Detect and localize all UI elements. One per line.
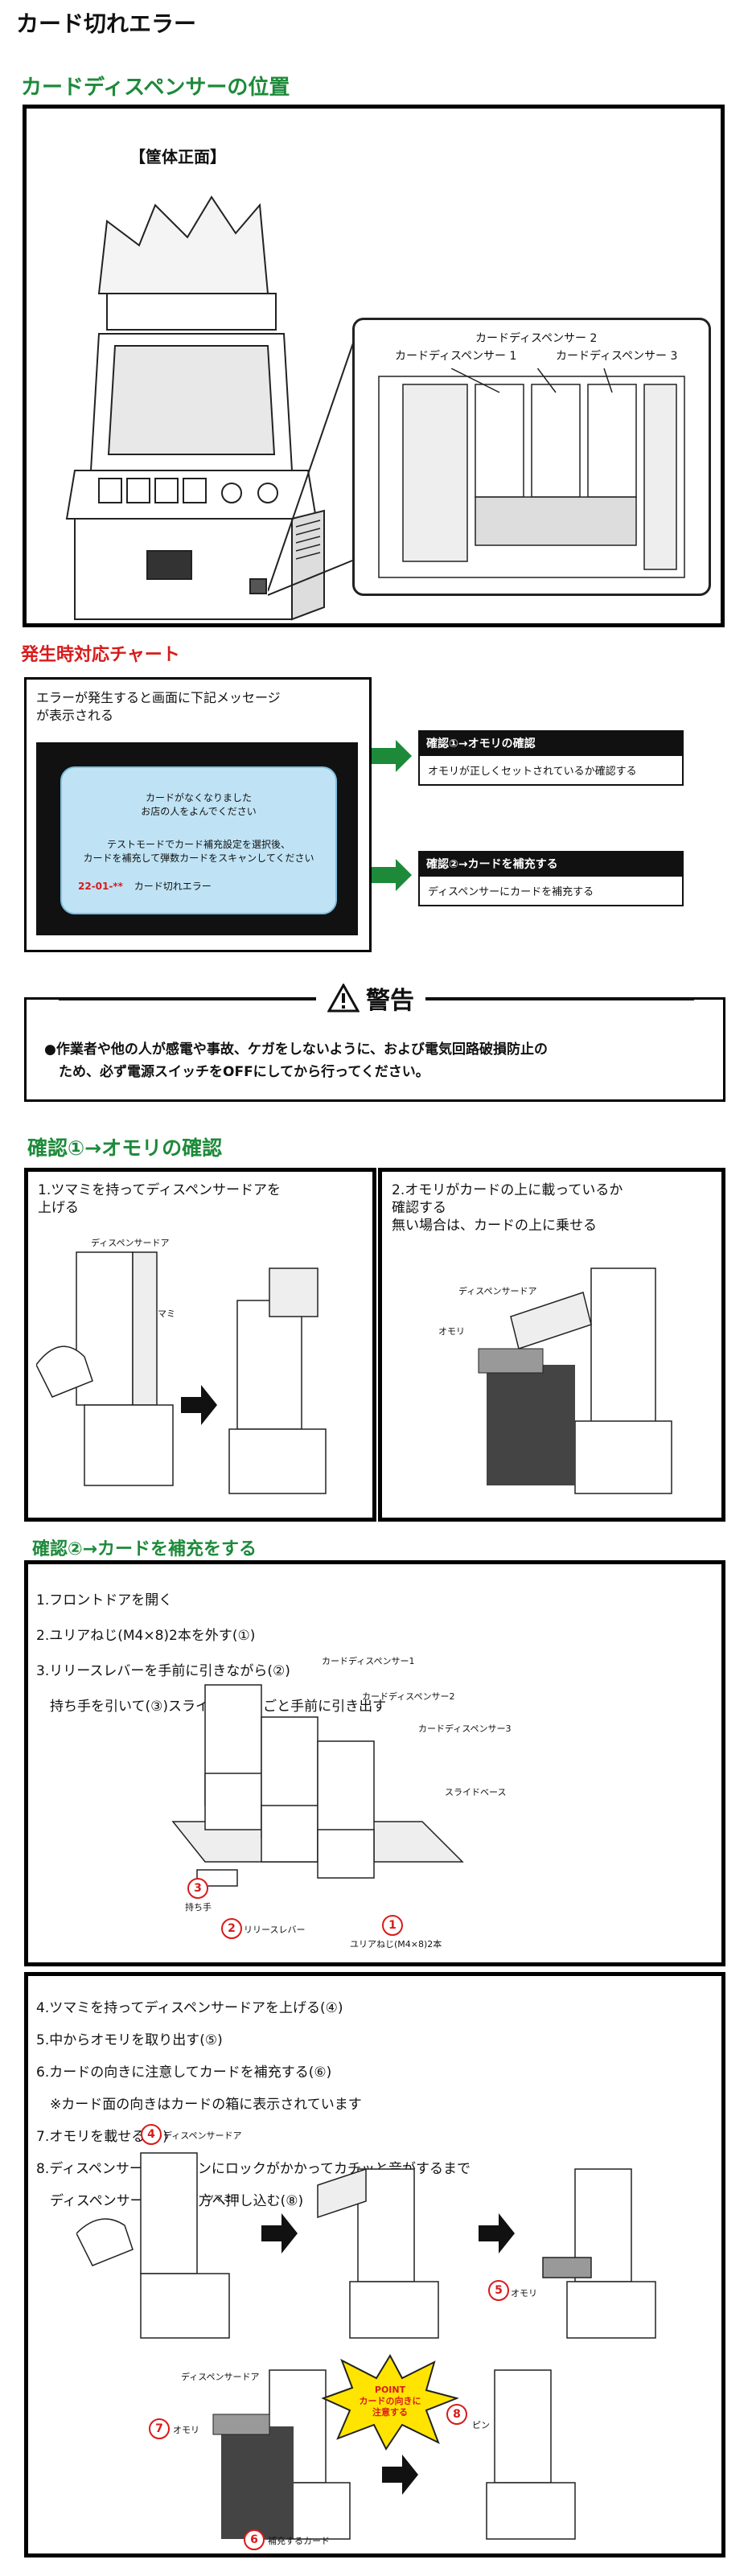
num-8: 8: [446, 2404, 467, 2425]
check2-box: 確認②→カードを補充する ディスペンサーにカードを補充する: [418, 851, 684, 906]
num-5: 5: [488, 2280, 509, 2301]
chart-frame: エラーが発生すると画面に下記メッセージ が表示される カードがなくなりました お…: [24, 677, 372, 952]
label-weight-3: オモリ: [173, 2425, 199, 2435]
point-text1: カードの向きに: [359, 2396, 421, 2406]
label-handle: 持ち手: [185, 1902, 212, 1912]
label-lever: リリースレバー: [244, 1925, 306, 1935]
arrow-right-icon: [372, 859, 412, 891]
leader-lines: [268, 333, 357, 596]
label-dispenser3: カードディスペンサー3: [418, 1723, 512, 1734]
point-burst: [322, 2354, 458, 2451]
label-slide-base: スライドベース: [445, 1787, 507, 1797]
num-4: 4: [141, 2124, 162, 2145]
check2-step6: 6.カードの向きに注意してカードを補充する(⑥): [36, 2064, 332, 2081]
check1-body: オモリが正しくセットされているか確認する: [418, 756, 684, 786]
error-message-panel: カードがなくなりました お店の人をよんでください テストモードでカード補充設定を…: [60, 766, 337, 914]
check2-heading: 確認②→カードを補充をする: [32, 1539, 257, 1559]
warning-line2: ため、必ず電源スイッチをOFFにしてから行ってください。: [59, 1064, 429, 1080]
num-1: 1: [382, 1915, 403, 1936]
screen-line1: カードがなくなりました: [145, 792, 252, 803]
screen-line4: カードを補充して弾数カードをスキャンしてください: [83, 853, 314, 864]
check2-part1-frame: 1.フロントドアを開く 2.ユリアねじ(M4×8)2本を外す(①) 3.リリース…: [24, 1560, 725, 1966]
dispenser-detail: カードディスペンサー 2 カードディスペンサー 1 カードディスペンサー 3: [352, 318, 711, 596]
check2-step6-note: ※カード面の向きはカードの箱に表示されています: [36, 2097, 362, 2113]
label-dispenser1: カードディスペンサー1: [322, 1656, 415, 1666]
check1-weight-label: オモリ: [438, 1326, 465, 1337]
location-heading: カードディスペンサーの位置: [21, 76, 290, 100]
dispenser-2-label: カードディスペンサー 2: [475, 332, 598, 345]
warning-title: 警告: [366, 987, 414, 1015]
label-weight-2: オモリ: [511, 2288, 537, 2299]
check2-step4: 4.ツマミを持ってディスペンサードアを上げる(④): [36, 2000, 343, 2016]
check2-step2: 2.ユリアねじ(M4×8)2本を外す(①): [36, 1628, 256, 1644]
label-door-3: ディスペンサードア: [181, 2372, 260, 2382]
check2-part2-frame: 4.ツマミを持ってディスペンサードアを上げる(④) 5.中からオモリを取り出す(…: [24, 1972, 725, 2558]
check1-step1-text: 1.ツマミを持ってディスペンサードアを 上げる: [38, 1182, 281, 1216]
check2-step3: 3.リリースレバーを手前に引きながら(②): [36, 1663, 290, 1679]
label-door-2: ディスペンサードア: [163, 2130, 242, 2141]
page-title: カード切れエラー: [16, 10, 197, 37]
check1-step2-drawing: [478, 1267, 672, 1494]
check1-step2-text: 2.オモリがカードの上に載っているか 確認する 無い場合は、カードの上に乗せる: [392, 1182, 623, 1234]
location-frame: 【筐体正面】: [23, 105, 725, 627]
check2-body: ディスペンサーにカードを補充する: [418, 877, 684, 906]
check2-part2-bottom-drawing: [212, 2369, 576, 2540]
label-card: 補充するカード: [268, 2536, 330, 2546]
check1-heading: 確認①→オモリの確認: [27, 1136, 223, 1160]
check1-box: 確認①→オモリの確認 オモリが正しくセットされているか確認する: [418, 730, 684, 786]
check1-title: 確認①→オモリの確認: [418, 730, 684, 756]
num-3: 3: [187, 1878, 208, 1899]
warning-box: 警告 ●作業者や他の人が感電や事故、ケガをしないように、および電気回路破損防止の…: [24, 980, 725, 1102]
check2-part1-drawing: [171, 1684, 464, 1887]
check1-step2-frame: 2.オモリがカードの上に載っているか 確認する 無い場合は、カードの上に乗せる …: [378, 1168, 725, 1522]
error-name: カード切れエラー: [134, 881, 212, 892]
num-7: 7: [149, 2418, 170, 2439]
check1-step1-drawing: [36, 1251, 327, 1494]
check1-step1-frame: 1.ツマミを持ってディスペンサードアを 上げる ディスペンサードア ツマミ: [24, 1168, 376, 1522]
screen-line3: テストモードでカード補充設定を選択後、: [106, 839, 290, 850]
error-code: 22-01-**: [78, 881, 123, 892]
check2-title: 確認②→カードを補充する: [418, 851, 684, 877]
chart-heading: 発生時対応チャート: [21, 645, 180, 665]
num-2: 2: [221, 1918, 242, 1939]
check1-door-label-2: ディスペンサードア: [458, 1286, 537, 1296]
point-title: POINT: [374, 2385, 406, 2395]
arrow-right-icon: [372, 740, 412, 772]
num-6: 6: [244, 2529, 265, 2550]
label-dispenser2: カードディスペンサー2: [362, 1691, 455, 1702]
check2-step7: 7.オモリを載せる(⑦): [36, 2129, 168, 2145]
cabinet-label: 【筐体正面】: [129, 147, 226, 166]
warning-icon: [327, 984, 360, 1013]
label-knob-2: ツマミ: [205, 2193, 232, 2204]
chart-intro: エラーが発生すると画面に下記メッセージ が表示される: [36, 690, 281, 723]
warning-line1: ●作業者や他の人が感電や事故、ケガをしないように、および電気回路破損防止の: [44, 1041, 548, 1058]
label-pin: ピン: [472, 2420, 490, 2430]
error-screen: カードがなくなりました お店の人をよんでください テストモードでカード補充設定を…: [36, 742, 358, 935]
warning-title-wrap: 警告: [316, 980, 425, 1016]
check2-step5: 5.中からオモリを取り出す(⑤): [36, 2032, 223, 2048]
check1-door-label: ディスペンサードア: [91, 1238, 170, 1248]
check2-part2-top-drawing: [76, 2152, 656, 2339]
dispenser-3-label: カードディスペンサー 3: [556, 350, 678, 363]
cabinet-illustration: [65, 195, 325, 621]
label-screw: ユリアねじ(M4×8)2本: [350, 1939, 442, 1949]
dispenser-1-label: カードディスペンサー 1: [395, 350, 517, 363]
point-text2: 注意する: [372, 2407, 408, 2418]
check2-step1: 1.フロントドアを開く: [36, 1592, 173, 1608]
screen-line2: お店の人をよんでください: [141, 806, 257, 817]
dispenser-detail-drawing: [378, 368, 685, 578]
